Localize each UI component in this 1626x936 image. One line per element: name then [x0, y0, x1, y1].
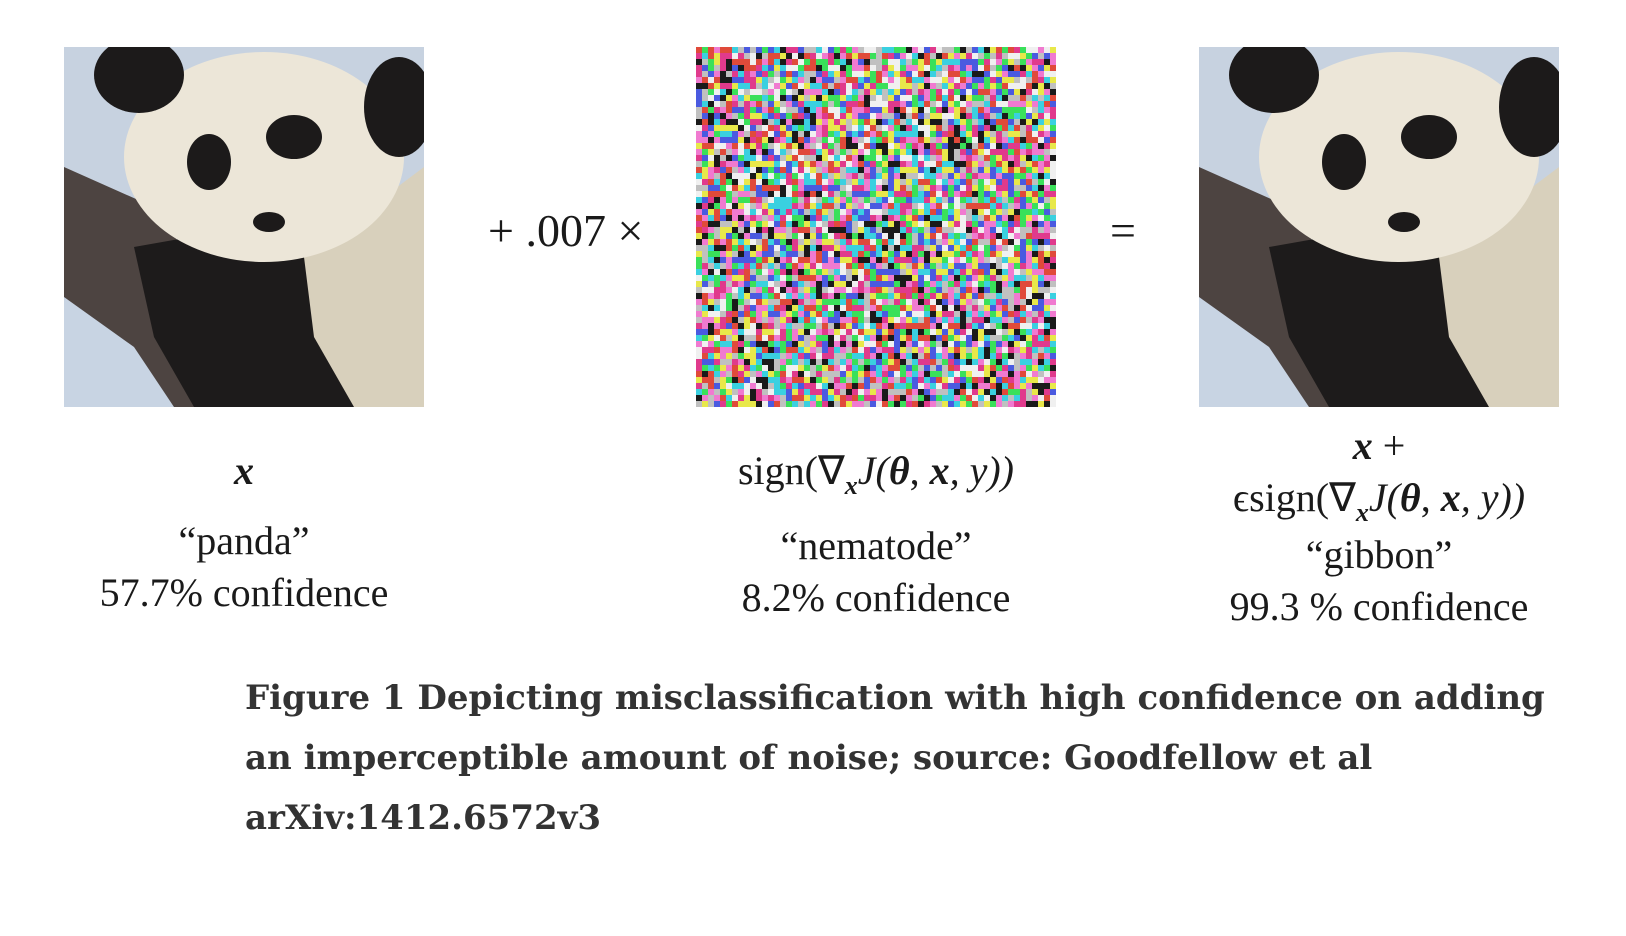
confidence-gibbon: 99.3 % confidence [1229, 584, 1529, 629]
formula-epsilon-sign: ϵsign(∇xJ(θ, x, y)) [1232, 475, 1526, 527]
adversarial-column-text: x + ϵsign(∇xJ(θ, x, y)) “gibbon” 99.3 % … [1169, 420, 1589, 633]
plus-operator: + .007 × [488, 205, 644, 256]
class-label-gibbon: “gibbon” [1305, 532, 1453, 577]
panda-column-text: x “panda” 57.7% confidence [44, 445, 444, 619]
noise-column-text: sign(∇xJ(θ, x, y)) “nematode” 8.2% confi… [676, 445, 1076, 624]
figure-caption: Figure 1 Depicting misclassification wit… [245, 678, 1545, 838]
confidence-panda: 57.7% confidence [99, 570, 389, 615]
formula-x: x [234, 448, 254, 493]
panda-image [64, 47, 424, 407]
noise-image [696, 47, 1056, 407]
formula-gradient-sign: sign(∇xJ(θ, x, y)) [737, 448, 1014, 500]
class-label-nematode: “nematode” [780, 523, 972, 568]
adversarial-panda-image [1199, 47, 1559, 407]
confidence-nematode: 8.2% confidence [741, 575, 1011, 620]
equals-operator: = [1110, 205, 1136, 256]
formula-x-plus: x + [1352, 423, 1406, 468]
class-label-panda: “panda” [178, 518, 310, 563]
